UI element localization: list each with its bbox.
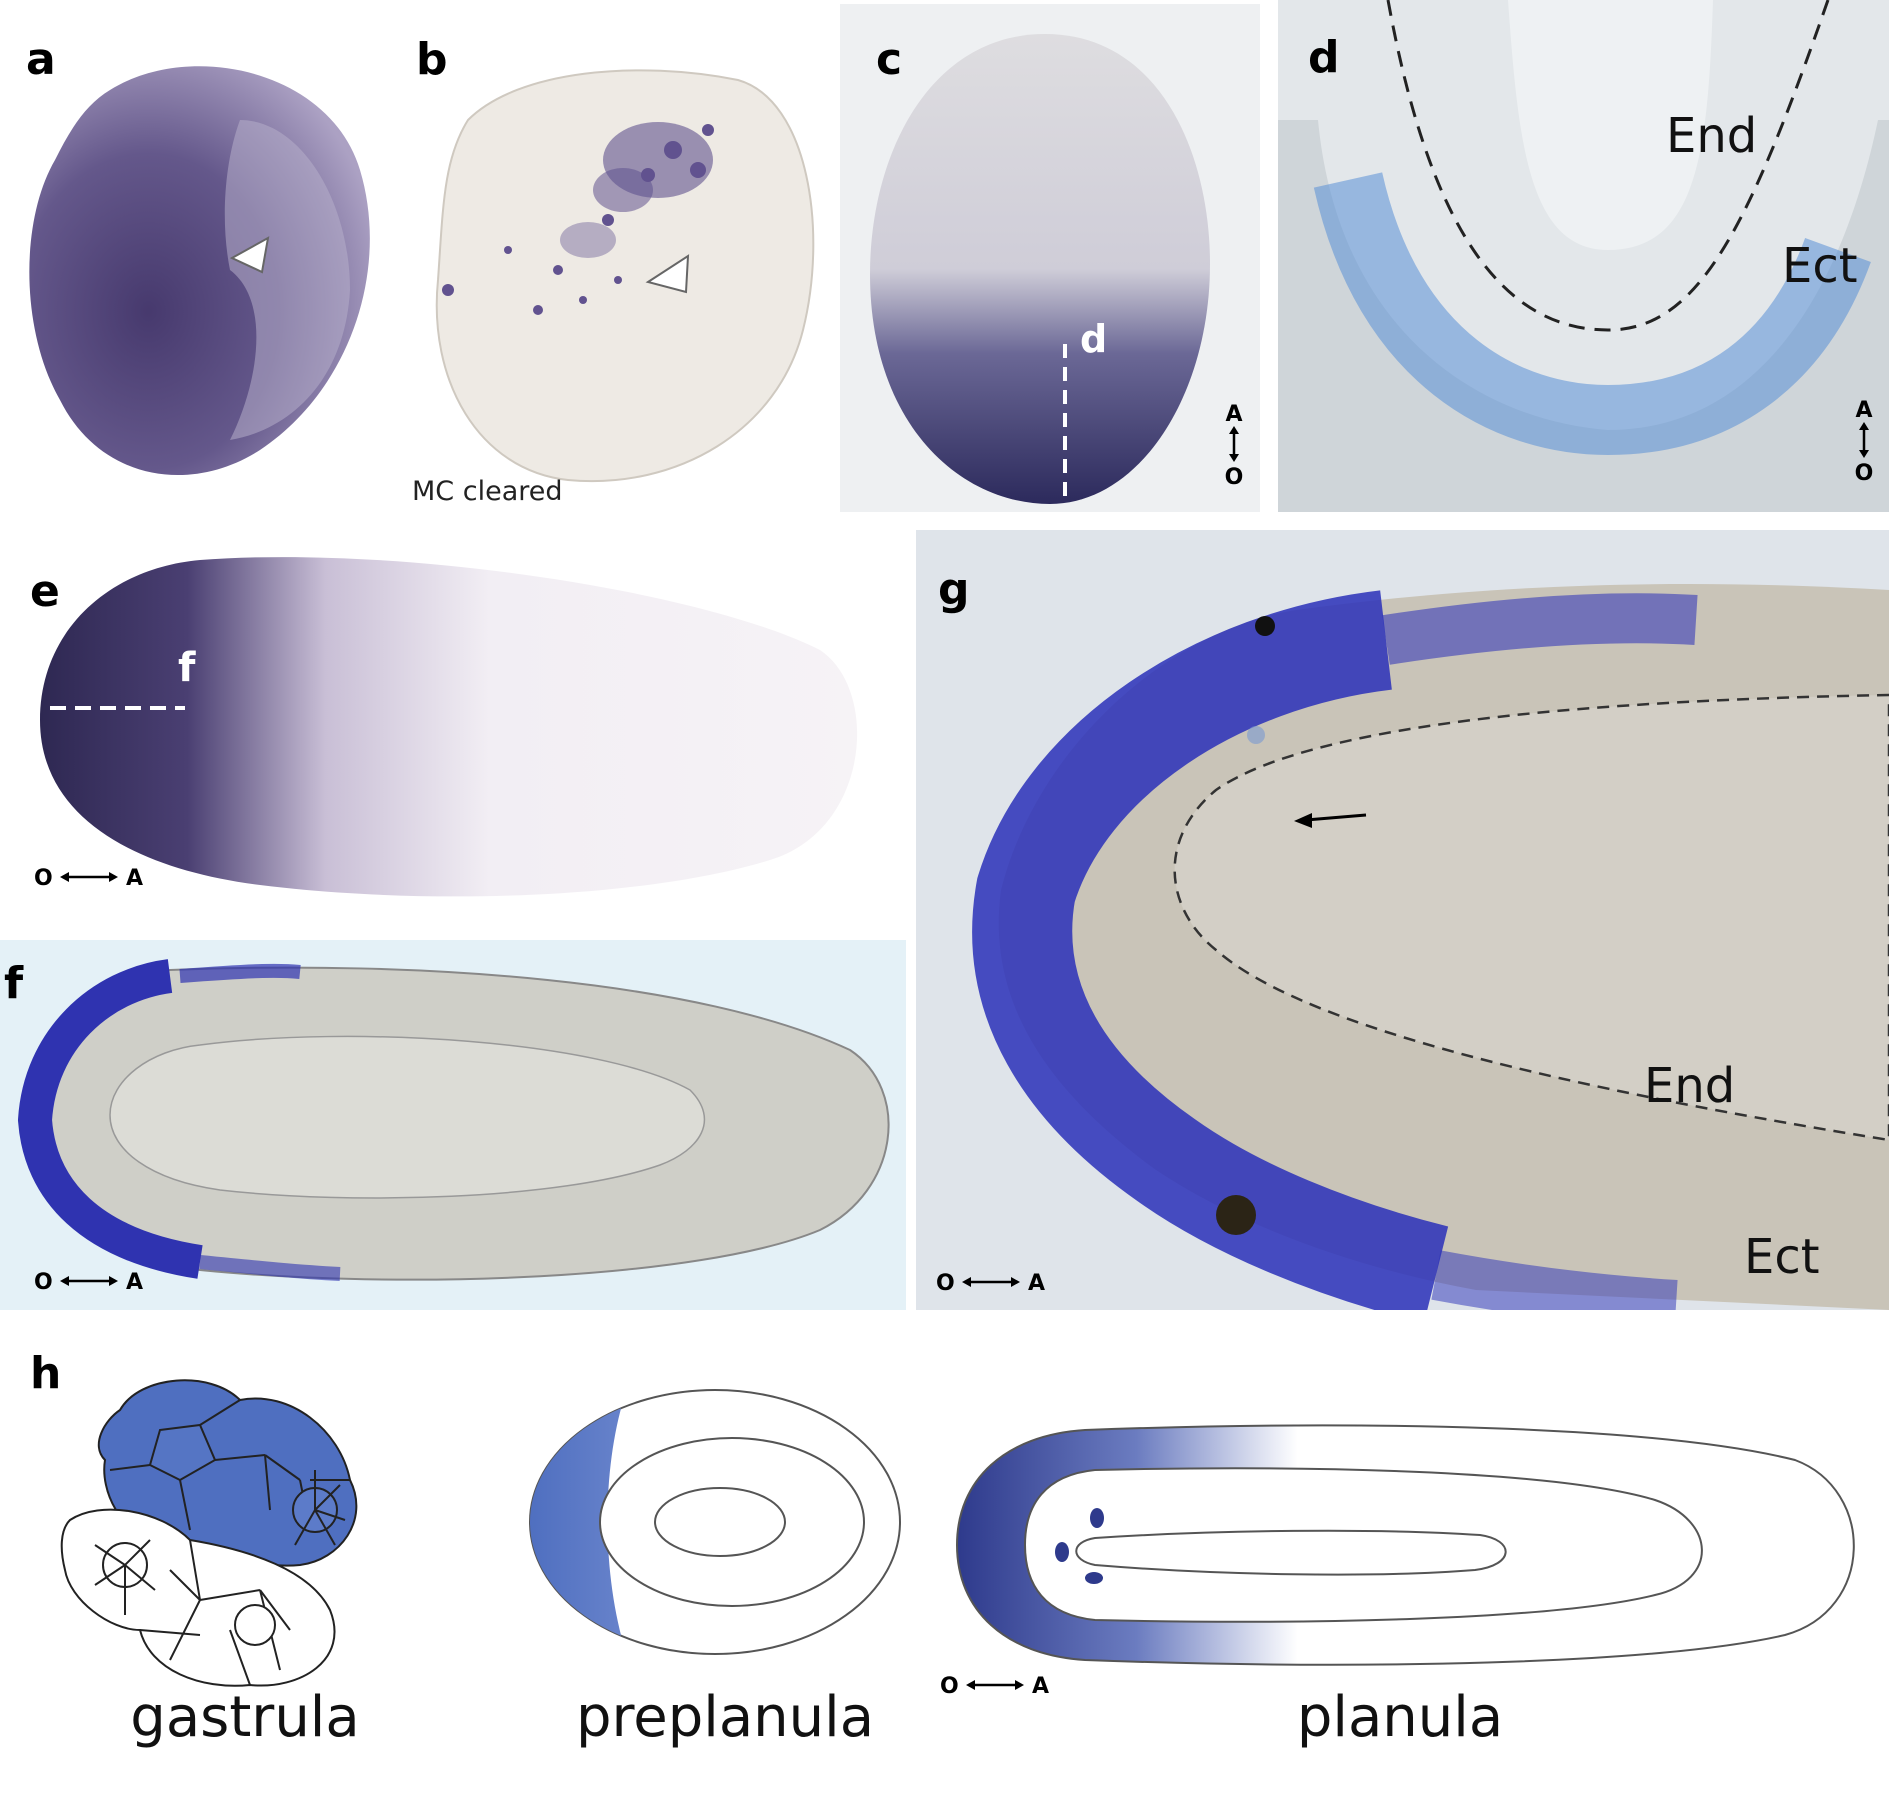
panel-b-micrograph: [435, 69, 815, 483]
panel-label-e: e: [30, 566, 60, 617]
region-endoderm: End: [1666, 108, 1758, 164]
panel-label-h: h: [30, 1348, 62, 1399]
panel-g-micrograph: [972, 584, 1889, 1310]
axis-top: A: [1225, 402, 1243, 427]
axis-right: A: [1032, 1674, 1050, 1699]
axis-o-a: O A: [34, 868, 143, 890]
region-endoderm: End: [1644, 1058, 1736, 1114]
arrow-icon: [1305, 813, 1367, 822]
caption-preplanula: preplanula: [575, 1685, 875, 1750]
panel-e-micrograph: [40, 557, 858, 897]
double-arrow-icon: [966, 1680, 1025, 1690]
section-mark-f: f: [178, 645, 196, 691]
double-arrow-icon: [1859, 422, 1869, 458]
panel-label-a: a: [26, 34, 56, 85]
gastrula-diagram: [60, 1379, 358, 1687]
double-arrow-icon: [1229, 426, 1239, 462]
caption-gastrula: gastrula: [130, 1685, 360, 1750]
axis-o-a: O A: [936, 1273, 1045, 1295]
region-ectoderm: Ect: [1782, 238, 1858, 294]
panel-f-micrograph: [17, 959, 890, 1281]
axis-left: O: [940, 1674, 959, 1699]
panel-label-c: c: [876, 34, 903, 85]
axis-a-o: A O: [1219, 404, 1249, 489]
panel-label-b: b: [416, 34, 448, 85]
panel-d-micrograph: [1278, 0, 1889, 512]
axis-left: O: [936, 1271, 955, 1296]
axis-left: O: [34, 866, 53, 891]
axis-left: O: [34, 1270, 53, 1295]
axis-a-o: A O: [1849, 400, 1879, 485]
axis-top: A: [1855, 398, 1873, 423]
preplanula-diagram: [529, 1389, 901, 1655]
axis-bottom: O: [1224, 465, 1244, 490]
axis-bottom: O: [1854, 461, 1874, 486]
panel-note: MC cleared: [412, 476, 563, 507]
panel-h: h gastrula: [0, 1330, 1889, 1804]
panel-d: d End Ect A O: [1278, 0, 1889, 512]
panel-label-d: d: [1308, 32, 1340, 83]
panel-label-f: f: [4, 958, 24, 1009]
arrowhead-icon: [645, 254, 690, 294]
double-arrow-icon: [60, 872, 119, 882]
panel-b: b MC cleared: [408, 0, 826, 512]
planula-diagram: [955, 1424, 1855, 1666]
axis-o-a: O A: [940, 1676, 1049, 1698]
panel-label-g: g: [938, 564, 970, 615]
caption-planula: planula: [1296, 1685, 1504, 1750]
panel-c: c d A O: [840, 4, 1260, 512]
double-arrow-icon: [962, 1277, 1021, 1287]
arrowhead-icon: [229, 236, 270, 274]
panel-f: f O A: [0, 940, 906, 1310]
stain-spots: [442, 122, 714, 315]
panel-a-micrograph: [29, 66, 370, 476]
panel-g: g End Ect O A: [916, 530, 1889, 1310]
section-mark-d: d: [1080, 317, 1108, 361]
axis-o-a: O A: [34, 1272, 143, 1294]
axis-right: A: [126, 866, 144, 891]
panel-c-micrograph: [870, 34, 1210, 504]
axis-right: A: [1028, 1271, 1046, 1296]
axis-right: A: [126, 1270, 144, 1295]
panel-e: e f O A: [0, 530, 900, 930]
double-arrow-icon: [60, 1276, 119, 1286]
panel-a: a: [0, 0, 398, 512]
region-ectoderm: Ect: [1744, 1229, 1820, 1285]
